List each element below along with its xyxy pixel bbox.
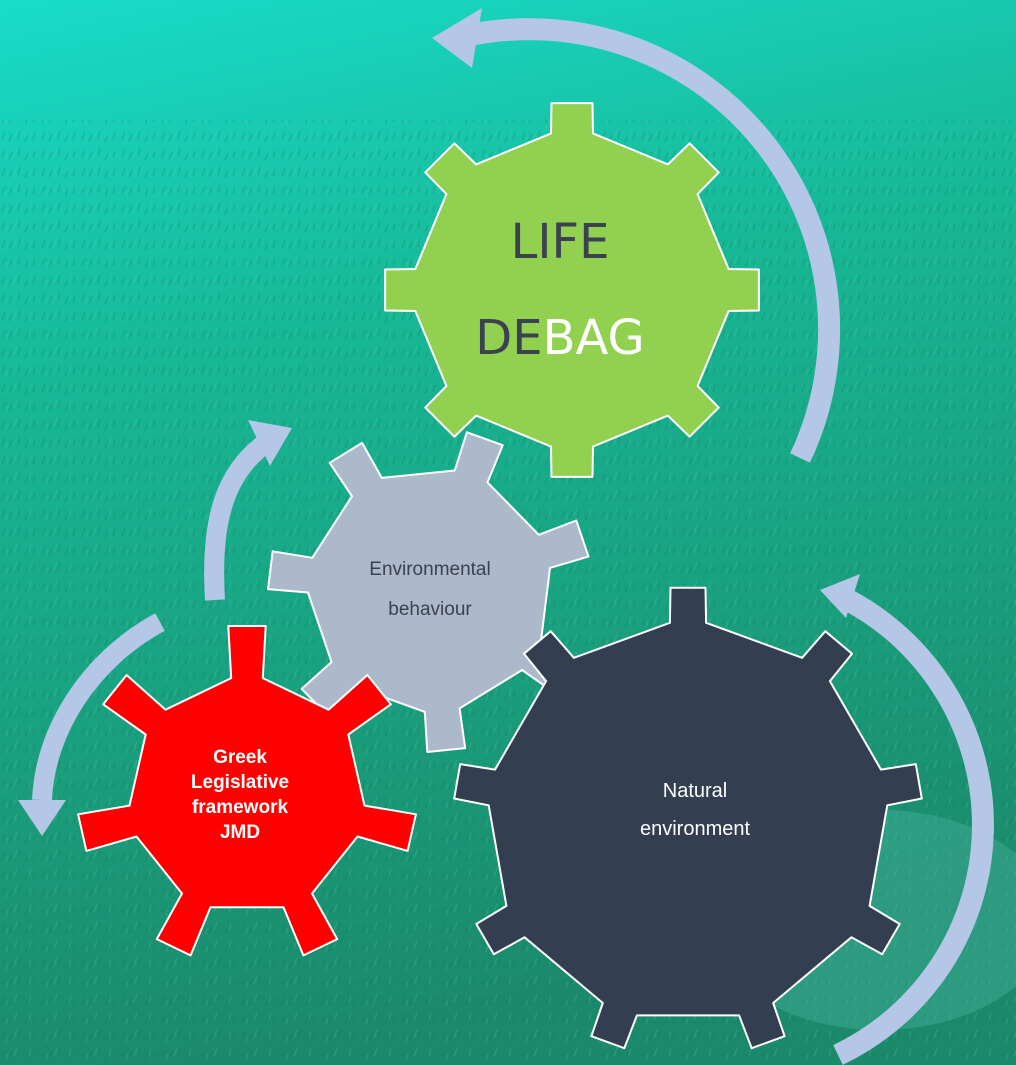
- arrow-left-lower-arc: [32, 613, 165, 801]
- arrow-left-lower-head: [18, 800, 66, 836]
- gear-greek-legislative: [77, 625, 417, 957]
- arrow-right-arc: [833, 590, 994, 1065]
- cycle-arrows: [18, 8, 994, 1065]
- arrow-right-head: [820, 574, 860, 618]
- gears-group: [77, 102, 923, 1050]
- arrow-left-upper-arc: [204, 431, 276, 601]
- gear-natural-environment: [453, 586, 923, 1050]
- arrow-left-upper-head: [248, 420, 292, 466]
- arrow-top-head: [432, 8, 482, 68]
- arrow-top-arc: [467, 18, 841, 463]
- gear-life-debag: [384, 102, 760, 478]
